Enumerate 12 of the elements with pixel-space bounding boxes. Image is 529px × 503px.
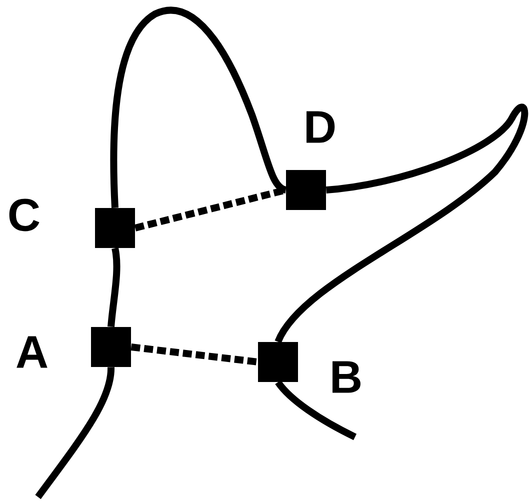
point-label: C bbox=[9, 198, 40, 232]
point-label: D bbox=[306, 111, 335, 143]
curve bbox=[108, 248, 120, 328]
square-marker bbox=[258, 342, 298, 382]
square-marker bbox=[95, 208, 135, 248]
dashed-link bbox=[130, 344, 258, 366]
curve bbox=[274, 104, 528, 344]
square-marker bbox=[91, 327, 131, 367]
point-label: B bbox=[332, 361, 360, 393]
point-label: A bbox=[16, 336, 48, 368]
curve bbox=[110, 7, 288, 208]
square-marker bbox=[286, 170, 326, 210]
